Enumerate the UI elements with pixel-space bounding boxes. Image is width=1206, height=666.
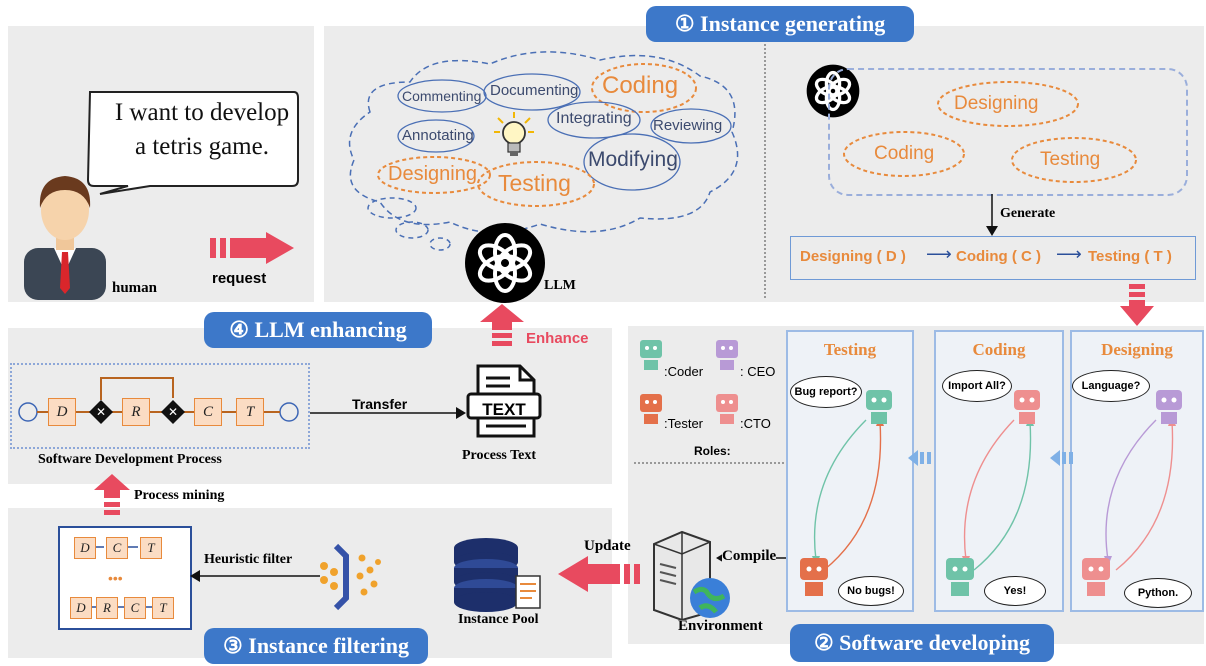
chain-coding: Coding ( C ): [956, 248, 1041, 265]
cloud-item-annotating: Annotating: [402, 127, 474, 144]
down-arrow-icon: [1120, 284, 1154, 326]
column-title: Testing: [823, 340, 877, 359]
seq1-d: D: [74, 537, 96, 559]
update-arrow-icon: [558, 556, 640, 592]
llm-label: LLM: [544, 278, 576, 293]
robot-coder-coding: [946, 558, 974, 596]
seq1-c: C: [106, 537, 128, 559]
chain-testing: Testing ( T ): [1088, 248, 1172, 265]
process-diagram: ✕ ✕: [18, 377, 299, 424]
cloud-item-coding: Coding: [602, 72, 679, 99]
chain-arrow-icon-2: ⟶: [1056, 244, 1082, 264]
svg-text:✕: ✕: [168, 405, 178, 419]
handoff-arrow-icon-1: [908, 450, 931, 466]
stage-llm-enhancing: ④ LLM enhancing: [204, 312, 432, 348]
seq2-c: C: [124, 597, 146, 619]
process-box: [10, 363, 310, 449]
legend-coder: :Coder: [664, 364, 704, 379]
cloud-item-integrating: Integrating: [556, 110, 632, 127]
generate-task-shapes: [843, 81, 1137, 183]
update-label: Update: [584, 538, 631, 554]
legend-tester: :Tester: [664, 416, 704, 431]
cloud-item-shapes: [377, 63, 732, 207]
generate-arrow-icon: [986, 194, 998, 236]
process-step-r: R: [122, 398, 150, 426]
generate-box: [828, 68, 1188, 196]
cloud-item-commenting: Commenting: [402, 88, 482, 104]
cloud-item-reviewing: Reviewing: [653, 117, 723, 134]
heuristic-label: Heuristic filter: [204, 552, 293, 567]
speech-no-bugs: No bugs!: [838, 576, 904, 606]
process-step-t: T: [236, 398, 264, 426]
chain-arrow-icon-1: ⟶: [926, 244, 952, 264]
stage-software-developing: ② Software developing: [790, 624, 1054, 662]
transfer-arrow-icon: [310, 407, 466, 419]
heuristic-arrow-icon: [190, 570, 320, 582]
thought-cloud: [348, 51, 739, 251]
instance-pool-label: Instance Pool: [458, 612, 539, 627]
cloud-item-documenting: Documenting: [490, 82, 579, 99]
stage-instance-filtering: ③ Instance filtering: [204, 628, 428, 664]
cloud-item-designing: Designing: [388, 163, 477, 185]
column-title: Designing: [1101, 340, 1173, 359]
transfer-label: Transfer: [352, 396, 408, 412]
speech-python: Python.: [1124, 578, 1192, 608]
process-label: Software Development Process: [38, 452, 222, 467]
divider: [764, 40, 766, 298]
text-icon-label: TEXT: [482, 400, 526, 419]
seq-ellipsis: •••: [108, 570, 123, 586]
task-testing: Testing: [1040, 149, 1101, 170]
task-designing: Designing: [954, 93, 1039, 114]
enhance-label: Enhance: [526, 330, 589, 347]
robot-ceo-designing: [1156, 390, 1182, 424]
stage-instance-generating: ① Instance generating: [646, 6, 914, 42]
speech-text: I want to develop a tetris game.: [114, 99, 290, 160]
seq1-t: T: [140, 537, 162, 559]
robot-tester-testing: [800, 558, 828, 596]
lightbulb-icon: [494, 112, 534, 156]
speech-yes: Yes!: [984, 576, 1046, 606]
process-step-d: D: [48, 398, 76, 426]
seq2-d: D: [70, 597, 92, 619]
legend-cto: :CTO: [740, 416, 771, 431]
roles-divider: [634, 462, 784, 464]
process-step-c: C: [194, 398, 222, 426]
speech-bug-report: Bug report?: [790, 376, 862, 408]
llm-logo-icon: [465, 223, 545, 303]
chain-box: [790, 236, 1196, 280]
text-file-icon: [466, 364, 542, 438]
filter-icon: [320, 543, 381, 611]
database-icon: [454, 538, 541, 612]
process-text-label: Process Text: [462, 448, 537, 463]
robot-coder-testing: [866, 390, 892, 424]
process-mining-label: Process mining: [134, 488, 225, 503]
cloud-item-modifying: Modifying: [588, 148, 678, 171]
seq2-t: T: [152, 597, 174, 619]
environment-label: Environment: [678, 618, 763, 634]
process-mining-arrow-icon: [94, 474, 130, 515]
enhance-arrow-icon: [480, 304, 524, 346]
server-icon: [653, 530, 730, 620]
robot-legend: [640, 340, 738, 424]
request-label: request: [212, 270, 267, 287]
robot-cto-coding: [1014, 390, 1040, 424]
svg-text:✕: ✕: [96, 405, 106, 419]
roles-label: Roles:: [694, 444, 731, 458]
cloud-item-testing: Testing: [498, 170, 571, 196]
robot-cto-designing: [1082, 558, 1110, 596]
speech-import-all: Import All?: [942, 370, 1012, 402]
generate-label: Generate: [1000, 206, 1056, 221]
task-coding: Coding: [874, 143, 935, 164]
handoff-arrow-icon-2: [1050, 450, 1073, 466]
human-label: human: [112, 280, 158, 296]
human-avatar-icon: [24, 176, 106, 300]
chain-designing: Designing ( D ): [800, 248, 906, 265]
legend-ceo: : CEO: [740, 364, 776, 379]
column-title: Coding: [972, 340, 1026, 359]
compile-label: Compile: [722, 548, 777, 565]
request-arrow-icon: [210, 232, 294, 264]
speech-language: Language?: [1072, 370, 1150, 402]
seq2-r: R: [96, 597, 118, 619]
speech-bubble: [86, 91, 299, 195]
